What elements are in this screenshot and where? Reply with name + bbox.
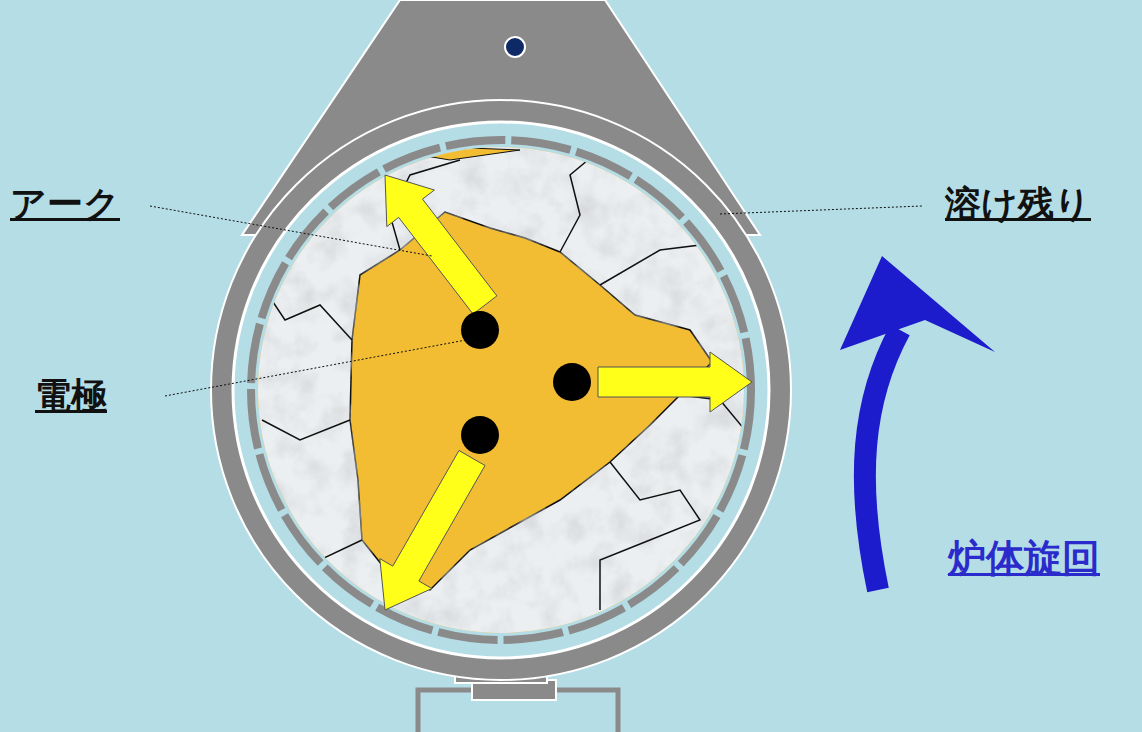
leader-lines <box>150 206 922 396</box>
arc-arrow <box>385 175 497 314</box>
arc-arrows <box>380 175 752 610</box>
molten-gap <box>330 590 370 620</box>
electrode <box>461 416 499 454</box>
shell-inner <box>233 122 769 658</box>
arc-arrow <box>380 451 485 611</box>
pivot-dot <box>505 37 525 57</box>
rotation-arrow <box>865 330 900 590</box>
molten-gap <box>420 148 520 160</box>
molten-gap <box>718 265 748 360</box>
arc-arrow <box>598 352 752 412</box>
water-panel-ring <box>251 140 751 640</box>
rotation-arrowhead <box>840 256 995 352</box>
part-label: 電極 <box>35 374 107 417</box>
part-label: 溶け残り <box>945 182 1091 225</box>
furnace-shell <box>211 100 791 680</box>
electrode <box>461 311 499 349</box>
electrode <box>553 363 591 401</box>
part-label: アーク <box>10 182 120 225</box>
motion-label: 炉体旋回 <box>948 536 1100 582</box>
